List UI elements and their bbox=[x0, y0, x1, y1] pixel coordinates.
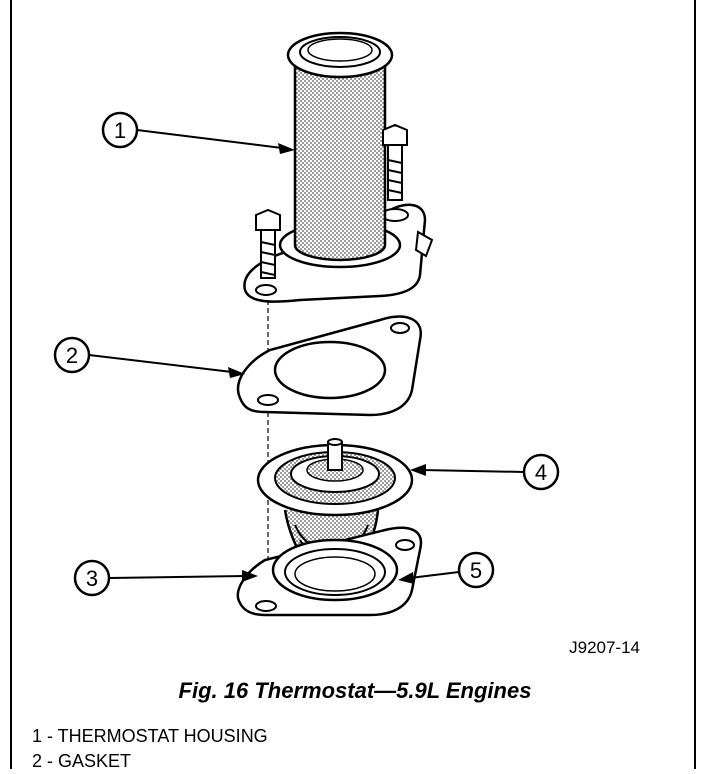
page-frame bbox=[10, 0, 696, 769]
thermostat-base bbox=[236, 526, 423, 617]
svg-text:2: 2 bbox=[66, 343, 78, 368]
bolt-front bbox=[255, 208, 281, 279]
callout-5: 5 bbox=[398, 551, 495, 589]
svg-text:3: 3 bbox=[86, 566, 98, 591]
legend-item: 2 - GASKET bbox=[32, 751, 132, 771]
thermostat-housing bbox=[243, 31, 434, 303]
callout-2: 2 bbox=[53, 336, 245, 378]
figure-code: J9207-14 bbox=[569, 638, 640, 657]
parts-legend: 1 - THERMOSTAT HOUSING 2 - GASKET bbox=[32, 724, 268, 774]
callout-4: 4 bbox=[410, 453, 560, 491]
bolt-rear bbox=[382, 123, 408, 201]
callout-3: 3 bbox=[73, 559, 258, 597]
svg-text:4: 4 bbox=[535, 460, 547, 485]
gasket bbox=[237, 315, 423, 417]
figure-caption: Fig. 16 Thermostat—5.9L Engines bbox=[178, 678, 532, 703]
callout-1: 1 bbox=[101, 111, 295, 154]
legend-item: 1 - THERMOSTAT HOUSING bbox=[32, 726, 268, 746]
svg-text:1: 1 bbox=[114, 118, 126, 143]
svg-text:5: 5 bbox=[470, 558, 482, 583]
thermostat-exploded-diagram: 1 2 3 4 5 J9207-14 bbox=[53, 31, 640, 657]
